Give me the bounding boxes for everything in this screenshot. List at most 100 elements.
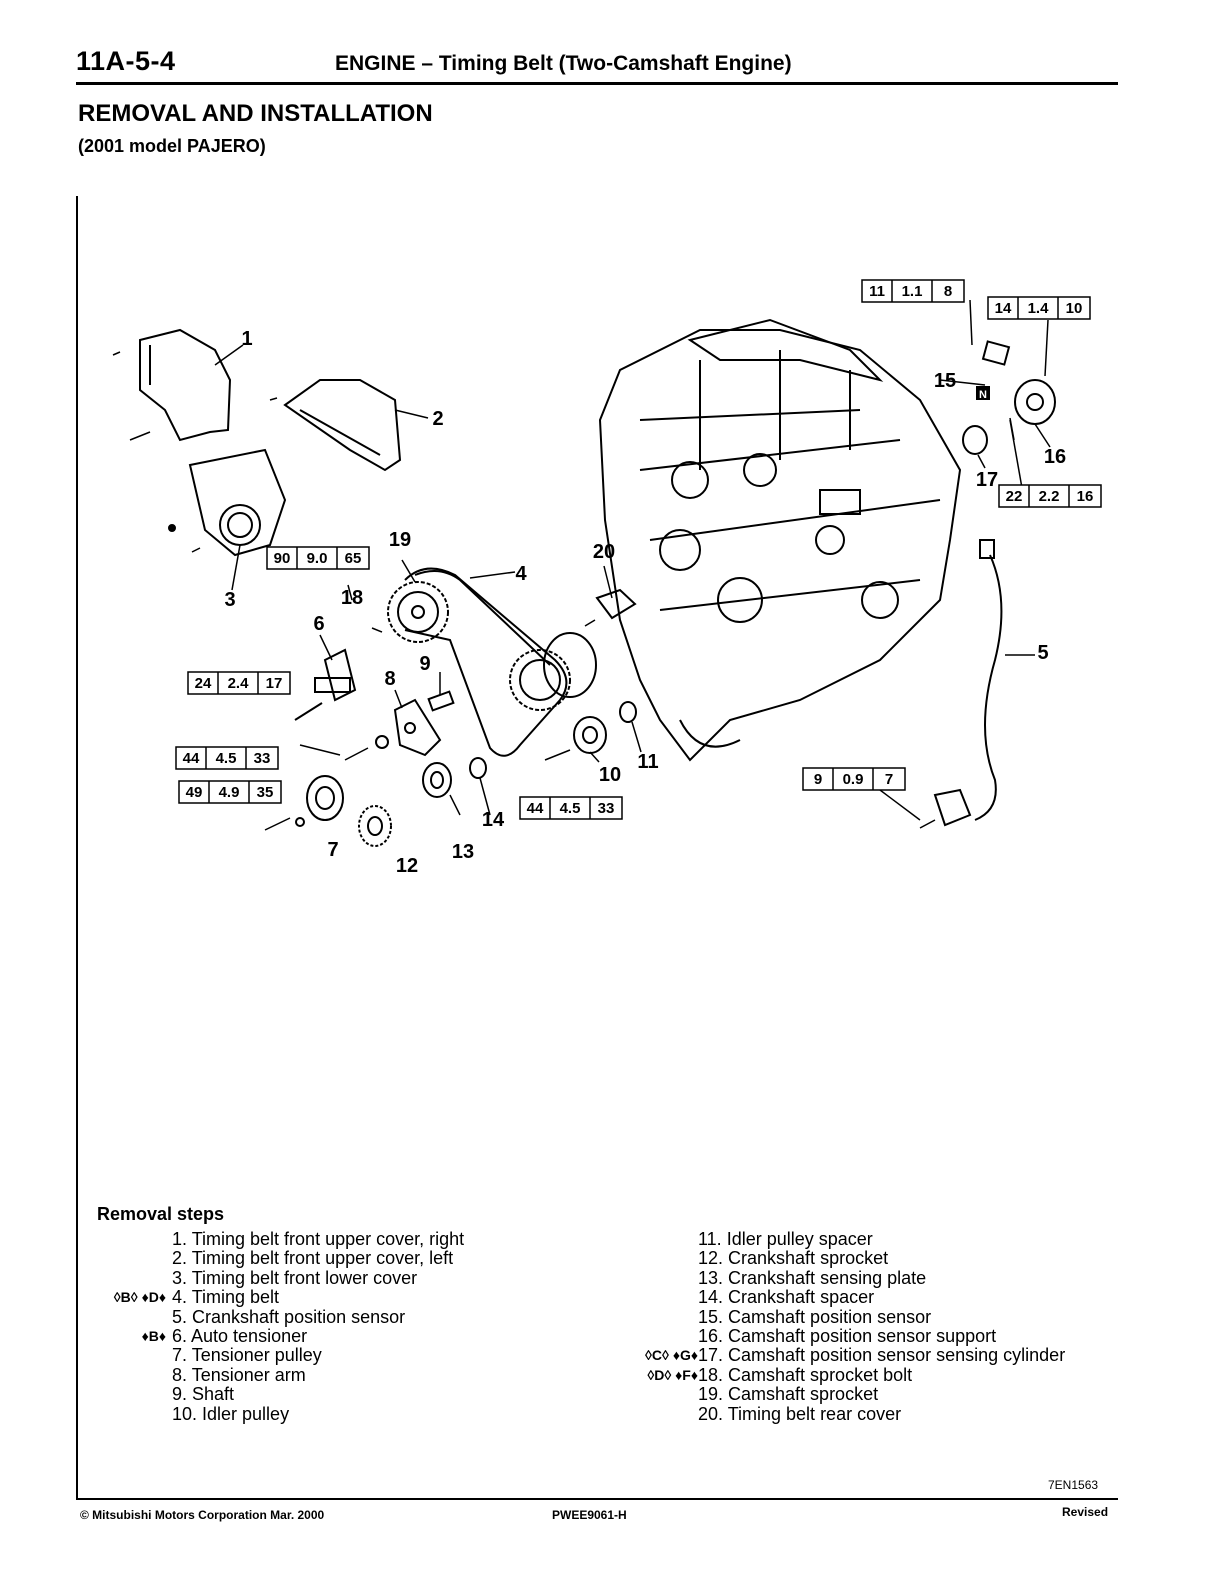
removal-step: 13. Crankshaft sensing plate xyxy=(628,1267,1128,1288)
removal-step: 8. Tensioner arm xyxy=(96,1365,556,1385)
torque-value: 44 xyxy=(527,800,544,817)
removal-step: 9. Shaft xyxy=(96,1384,556,1404)
removal-step: 11. Idler pulley spacer xyxy=(628,1229,1128,1249)
torque-value: 0.9 xyxy=(843,771,864,788)
torque-value: 9.0 xyxy=(307,550,328,567)
callout-13: 13 xyxy=(452,841,474,863)
part-17-sensing-cylinder xyxy=(962,425,988,455)
service-mark: ◊D◊ ♦F♦ xyxy=(647,1366,698,1383)
torque-value: 10 xyxy=(1066,300,1083,317)
callout-11: 11 xyxy=(637,751,658,773)
removal-steps-right: 11. Idler pulley spacer 12. Crankshaft s… xyxy=(628,1229,1128,1424)
torque-value: 90 xyxy=(274,550,291,567)
part-15-camshaft-position-sensor xyxy=(981,340,1011,366)
nut-icon xyxy=(168,524,176,532)
removal-step: 2. Timing belt front upper cover, left xyxy=(96,1248,556,1269)
service-mark: ♦B♦ xyxy=(141,1327,166,1344)
torque-value: 4.5 xyxy=(560,800,581,817)
callout-15: 15 xyxy=(934,370,956,392)
removal-step: ♦B♦ 6. Auto tensioner xyxy=(96,1325,556,1346)
part-10-idler-pulley xyxy=(573,716,607,754)
step-text: 2. Timing belt front upper cover, left xyxy=(172,1248,454,1269)
part-13-crankshaft-sensing-plate xyxy=(422,762,452,798)
torque-value: 44 xyxy=(183,750,200,767)
callout-5: 5 xyxy=(1037,642,1048,664)
header-rule xyxy=(76,82,1118,85)
step-text: 7. Tensioner pulley xyxy=(172,1345,322,1366)
section-subtitle: (2001 model PAJERO) xyxy=(78,136,266,156)
torque-value: 2.4 xyxy=(228,675,250,692)
removal-step: 10. Idler pulley xyxy=(96,1403,556,1424)
part-2-front-upper-cover-left xyxy=(283,379,402,472)
header-title: ENGINE – Timing Belt (Two-Camshaft Engin… xyxy=(335,52,792,75)
torque-value: 17 xyxy=(266,675,283,692)
part-11-idler-pulley-spacer xyxy=(619,701,637,723)
torque-value: 9 xyxy=(814,771,822,788)
callout-4: 4 xyxy=(515,563,527,585)
frame-border xyxy=(76,196,78,1498)
service-mark: ◊B◊ ♦D♦ xyxy=(113,1289,166,1306)
part-5-crankshaft-position-sensor xyxy=(933,539,1003,827)
removal-step: 7. Tensioner pulley xyxy=(96,1345,556,1366)
new-part-mark: N xyxy=(976,386,990,401)
removal-step: 19. Camshaft sprocket xyxy=(628,1384,1128,1405)
step-text: 11. Idler pulley spacer xyxy=(698,1229,873,1249)
leader-lines xyxy=(214,299,1051,821)
callout-7: 7 xyxy=(327,839,338,861)
removal-step: 15. Camshaft position sensor xyxy=(628,1307,1128,1327)
callout-10: 10 xyxy=(599,764,621,786)
torque-value: 35 xyxy=(257,784,274,801)
part-16-camshaft-position-sensor-support xyxy=(1014,379,1056,425)
callout-6: 6 xyxy=(313,613,324,635)
removal-step: ◊B◊ ♦D♦4. Timing belt xyxy=(96,1287,556,1307)
page-code: 11A-5-4 xyxy=(76,46,176,76)
footer-rule xyxy=(76,1498,1118,1500)
service-mark: ◊C◊ ♦G♦ xyxy=(644,1347,698,1364)
torque-value: 4.5 xyxy=(216,750,237,767)
step-text: 16. Camshaft position sensor support xyxy=(698,1325,997,1346)
torque-value: 4.9 xyxy=(219,784,240,801)
torque-value: 1.4 xyxy=(1028,300,1050,317)
washer-icon xyxy=(375,735,389,749)
step-text: 12. Crankshaft sprocket xyxy=(698,1248,889,1269)
torque-spec-box: 24 2.4 17 xyxy=(187,671,291,695)
part-6-auto-tensioner xyxy=(294,648,357,721)
removal-step: ◊C◊ ♦G♦17. Camshaft position sensor sens… xyxy=(628,1345,1128,1366)
step-text: 6. Auto tensioner xyxy=(172,1325,308,1346)
removal-step: 14. Crankshaft spacer xyxy=(628,1287,1128,1307)
step-text: 19. Camshaft sprocket xyxy=(698,1384,879,1405)
torque-value: 2.2 xyxy=(1039,488,1060,505)
section-title: REMOVAL AND INSTALLATION xyxy=(78,100,433,127)
removal-step: 16. Camshaft position sensor support xyxy=(628,1325,1128,1346)
step-text: 13. Crankshaft sensing plate xyxy=(698,1267,927,1288)
step-text: 10. Idler pulley xyxy=(172,1403,290,1424)
torque-value: 24 xyxy=(195,675,212,692)
revision-status: Revised xyxy=(1062,1505,1109,1519)
callout-3: 3 xyxy=(224,589,235,611)
removal-step: 3. Timing belt front lower cover xyxy=(96,1268,556,1288)
torque-value: 11 xyxy=(869,283,885,300)
torque-spec-box: 90 9.0 65 xyxy=(266,546,370,570)
removal-step: 12. Crankshaft sprocket xyxy=(628,1248,1128,1269)
callout-8: 8 xyxy=(384,668,395,690)
callout-18: 18 xyxy=(341,587,363,609)
callout-14: 14 xyxy=(482,809,505,831)
step-text: 5. Crankshaft position sensor xyxy=(172,1306,406,1327)
part-4-timing-belt xyxy=(404,567,568,757)
step-text: 17. Camshaft position sensor sensing cyl… xyxy=(698,1345,1066,1366)
bolts xyxy=(112,351,1015,831)
svg-text:N: N xyxy=(979,389,987,401)
torque-value: 14 xyxy=(995,300,1012,317)
part-12-crankshaft-sprocket xyxy=(358,805,392,847)
torque-value: 65 xyxy=(345,550,362,567)
callout-9: 9 xyxy=(419,653,430,675)
part-14-crankshaft-spacer xyxy=(469,757,487,779)
step-text: 20. Timing belt rear cover xyxy=(698,1403,902,1424)
torque-value: 8 xyxy=(944,283,952,300)
